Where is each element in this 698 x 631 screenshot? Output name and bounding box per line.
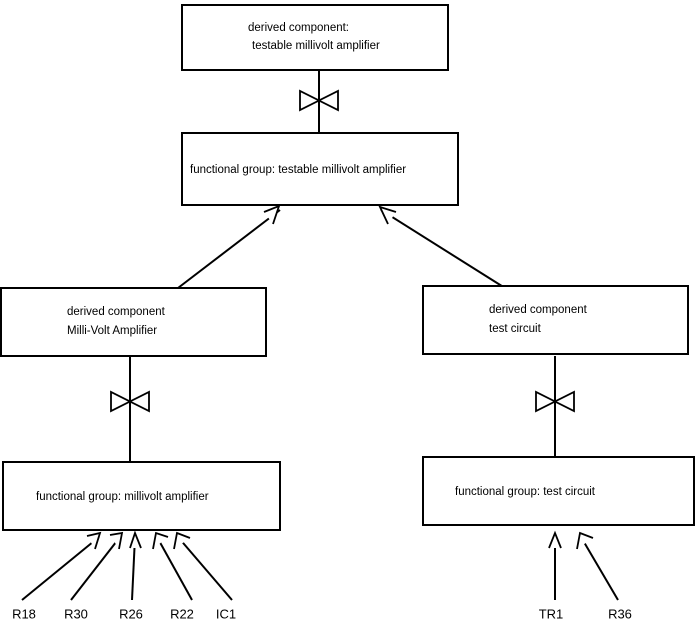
leaf-label-group-right: TR1 R36: [539, 606, 632, 621]
leaf-label-r18: R18: [12, 606, 36, 621]
node-left-derived-component-line2: Milli-Volt Amplifier: [67, 325, 157, 337]
bowtie-connector-left: [110, 390, 150, 413]
node-left-derived-component[interactable]: derived component Milli-Volt Amplifier: [0, 287, 267, 357]
node-left-functional-group-label: functional group: millivolt amplifier: [36, 491, 209, 503]
node-top-functional-group[interactable]: functional group: testable millivolt amp…: [181, 132, 459, 206]
edge-left-derived-to-top-functional: [177, 209, 281, 289]
leaf-label-r30: R30: [64, 606, 88, 621]
leaf-edges-right: [548, 530, 619, 601]
open-arrow-head-right-to-top: [378, 205, 397, 225]
edge-right-derived-to-top-functional: [380, 209, 506, 289]
node-right-derived-component-line1: derived component: [489, 304, 588, 316]
leaf-label-tr1: TR1: [539, 606, 564, 621]
bowtie-connector-right: [535, 390, 575, 413]
node-left-derived-component-line1: derived component: [67, 306, 166, 318]
node-top-derived-component[interactable]: derived component: testable millivolt am…: [181, 4, 449, 71]
node-left-functional-group[interactable]: functional group: millivolt amplifier: [2, 461, 281, 531]
leaf-label-group-left: R18 R30 R26 R22 IC1: [12, 606, 236, 621]
node-right-derived-component-line2: test circuit: [489, 323, 542, 335]
leaf-label-ic1: IC1: [216, 606, 236, 621]
leaf-label-r26: R26: [119, 606, 143, 621]
leaf-label-r22: R22: [170, 606, 194, 621]
bowtie-connector-top: [299, 89, 339, 112]
node-right-functional-group-label: functional group: test circuit: [455, 486, 596, 498]
node-right-functional-group[interactable]: functional group: test circuit: [422, 456, 695, 526]
leaf-label-r36: R36: [608, 606, 632, 621]
node-right-derived-component[interactable]: derived component test circuit: [422, 285, 689, 355]
leaf-edges-left: [21, 530, 233, 601]
node-top-derived-component-line2: testable millivolt amplifier: [252, 40, 380, 52]
node-top-derived-component-line1: derived component:: [248, 22, 349, 34]
node-top-functional-group-label: functional group: testable millivolt amp…: [190, 164, 406, 176]
